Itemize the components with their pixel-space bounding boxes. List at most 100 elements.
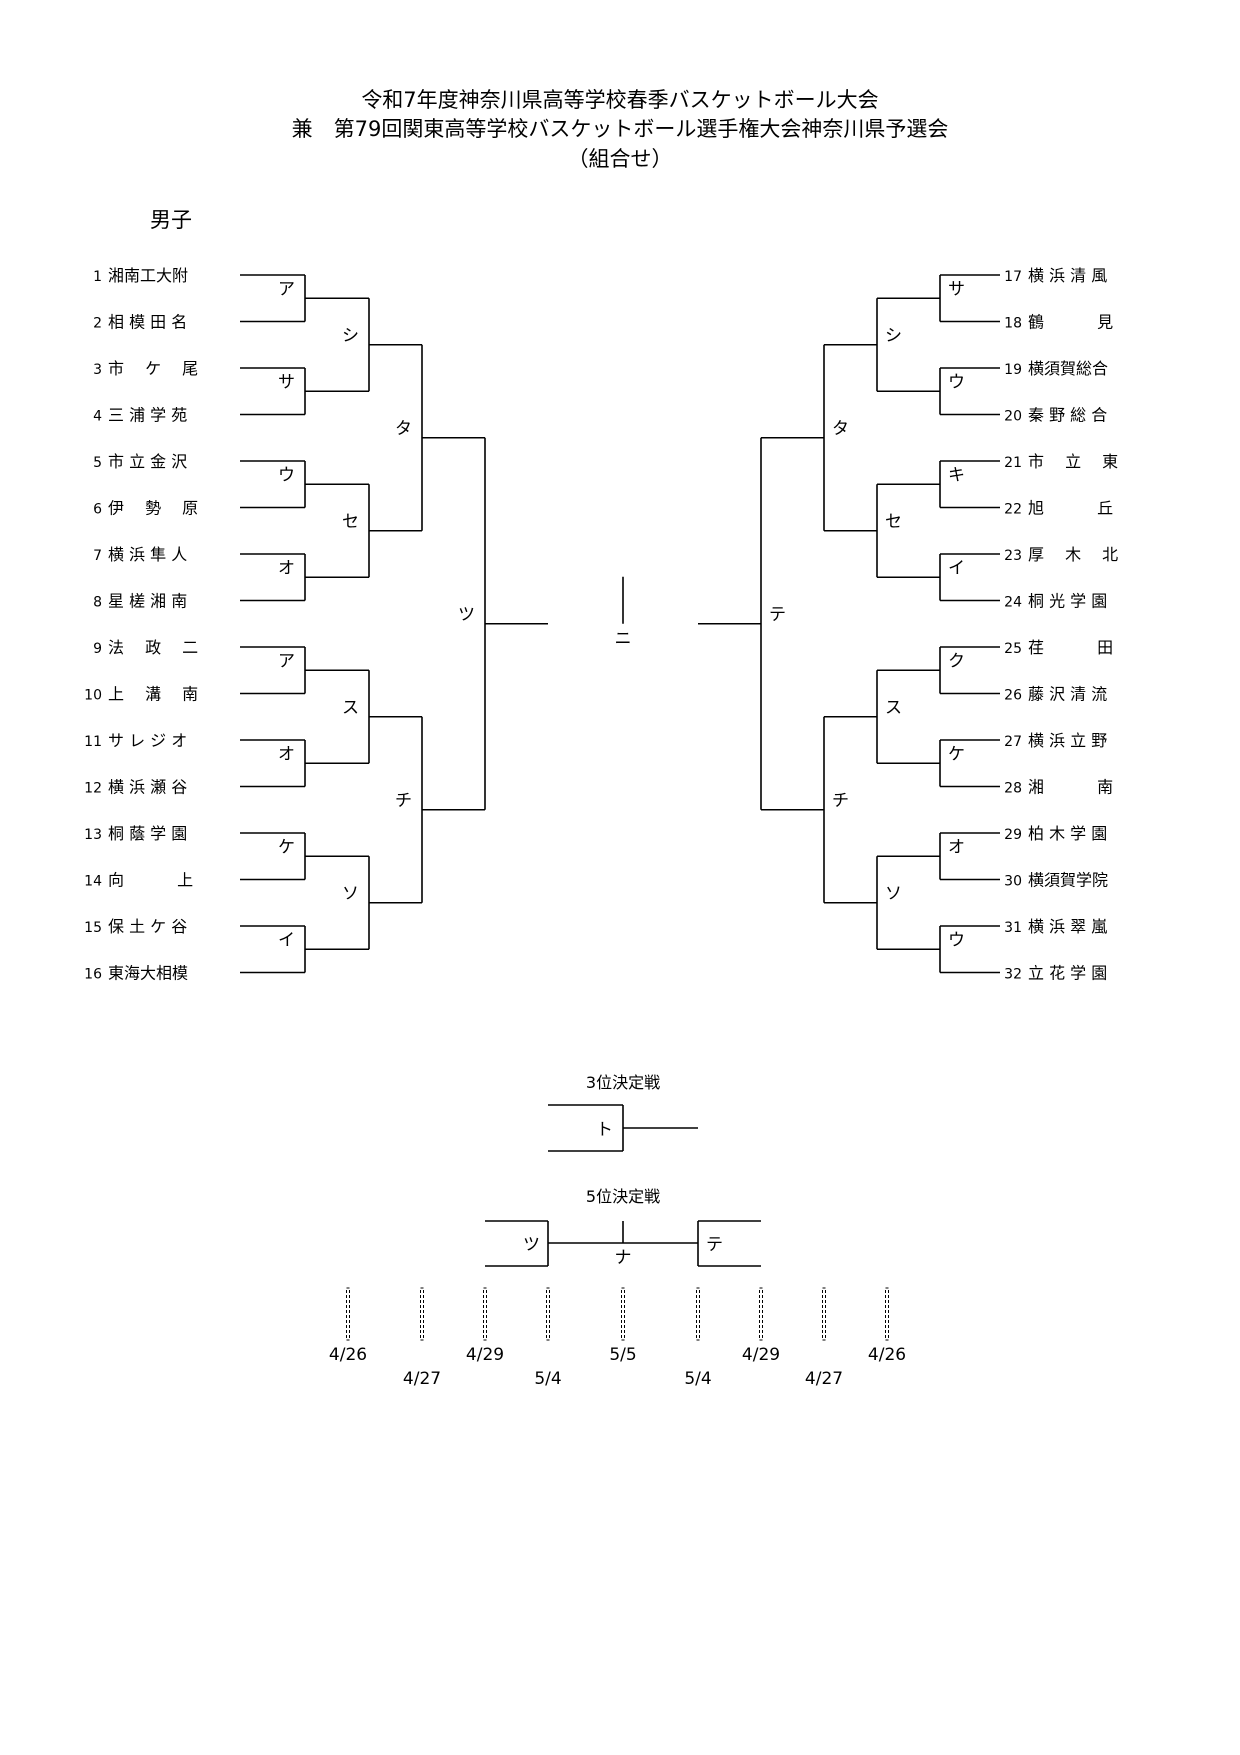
team-name: 立 花 学 園 <box>1028 964 1107 983</box>
match-label: ウ <box>948 372 965 392</box>
fifth-center-label: ナ <box>615 1248 632 1268</box>
team-name: 柏 木 学 園 <box>1028 824 1107 843</box>
match-label: ケ <box>948 744 965 764</box>
team-name: 保 土 ケ 谷 <box>108 917 187 936</box>
team-number: 14 <box>84 874 102 890</box>
match-label: セ <box>885 512 902 532</box>
team-name: 桐 蔭 学 園 <box>108 824 187 843</box>
team-name: 湘南工大附 <box>108 266 188 285</box>
team-number: 5 <box>93 455 102 471</box>
team-name: 星 槎 湘 南 <box>108 592 187 611</box>
team-number: 2 <box>93 316 102 332</box>
team-name: 厚 木 北 <box>1028 545 1118 564</box>
team-number: 19 <box>1004 362 1022 378</box>
team-name: 法 政 二 <box>108 638 198 657</box>
team-name: 横 浜 瀬 谷 <box>108 778 187 797</box>
team-name: 相 模 田 名 <box>108 313 187 332</box>
date-label: 4/27 <box>805 1369 843 1389</box>
match-label: テ <box>769 605 786 625</box>
match-label: シ <box>885 326 902 346</box>
team-number: 23 <box>1004 548 1022 564</box>
match-label: チ <box>832 791 849 811</box>
match-label: イ <box>948 558 965 578</box>
team-number: 26 <box>1004 688 1022 704</box>
team-name: 上 溝 南 <box>108 685 198 704</box>
match-label: ソ <box>885 884 902 904</box>
match-label: ア <box>278 279 295 299</box>
match-label: オ <box>278 558 295 578</box>
team-name: 市 立 東 <box>1028 452 1118 471</box>
team-number: 17 <box>1004 269 1022 285</box>
date-label: 4/29 <box>742 1345 780 1365</box>
team-number: 22 <box>1004 502 1022 518</box>
team-number: 24 <box>1004 595 1022 611</box>
date-marker <box>346 1287 350 1341</box>
team-number: 3 <box>93 362 102 378</box>
date-label: 5/4 <box>534 1369 561 1389</box>
team-number: 32 <box>1004 967 1022 983</box>
team-number: 7 <box>93 548 102 564</box>
team-number: 20 <box>1004 409 1022 425</box>
team-name: 横 浜 立 野 <box>1028 731 1107 750</box>
match-label: ウ <box>948 930 965 950</box>
match-label: ア <box>278 651 295 671</box>
date-label: 5/5 <box>609 1345 636 1365</box>
match-label: イ <box>278 930 295 950</box>
date-label: 4/26 <box>868 1345 906 1365</box>
team-name: 横 浜 翠 嵐 <box>1028 917 1107 936</box>
team-name: 横須賀学院 <box>1028 871 1108 890</box>
date-label: 4/27 <box>403 1369 441 1389</box>
team-name: 向 上 <box>108 871 193 890</box>
team-number: 9 <box>93 641 102 657</box>
team-number: 12 <box>84 781 102 797</box>
team-name: 伊 勢 原 <box>108 499 198 518</box>
team-name: 鶴 見 <box>1028 313 1113 332</box>
match-label: ウ <box>278 465 295 485</box>
team-name: 旭 丘 <box>1028 499 1113 518</box>
match-label: シ <box>342 326 359 346</box>
fifth-left-label: ツ <box>523 1235 540 1255</box>
team-number: 16 <box>84 967 102 983</box>
date-marker <box>483 1287 487 1341</box>
team-number: 18 <box>1004 316 1022 332</box>
match-label: サ <box>948 279 965 299</box>
match-label: タ <box>832 419 849 439</box>
team-name: 市 立 金 沢 <box>108 452 187 471</box>
team-number: 29 <box>1004 827 1022 843</box>
fifth-place-title: 5位決定戦 <box>586 1187 660 1206</box>
team-name: 桐 光 学 園 <box>1028 592 1107 611</box>
match-label: サ <box>278 372 295 392</box>
team-name: 湘 南 <box>1028 778 1113 797</box>
match-label: オ <box>948 837 965 857</box>
fifth-right-label: テ <box>706 1235 723 1255</box>
date-label: 4/29 <box>466 1345 504 1365</box>
team-number: 28 <box>1004 781 1022 797</box>
team-number: 1 <box>93 269 102 285</box>
date-label: 4/26 <box>329 1345 367 1365</box>
team-name: 藤 沢 清 流 <box>1028 685 1107 704</box>
date-marker <box>696 1287 700 1341</box>
team-number: 13 <box>84 827 102 843</box>
match-label: ス <box>885 698 902 718</box>
team-name: 三 浦 学 苑 <box>108 406 187 425</box>
team-number: 11 <box>84 734 102 750</box>
team-number: 4 <box>93 409 102 425</box>
team-number: 10 <box>84 688 102 704</box>
date-marker <box>621 1287 625 1341</box>
date-marker <box>420 1287 424 1341</box>
match-label: ソ <box>342 884 359 904</box>
team-name: 横 浜 清 風 <box>1028 266 1107 285</box>
title-line-3: （組合せ） <box>567 147 673 171</box>
final-label: ニ <box>615 629 632 649</box>
team-name: 市 ケ 尾 <box>108 359 198 378</box>
third-place-label: ト <box>596 1120 613 1140</box>
team-name: 秦 野 総 合 <box>1028 406 1107 425</box>
date-marker <box>759 1287 763 1341</box>
match-label: タ <box>395 419 412 439</box>
third-place-title: 3位決定戦 <box>586 1073 660 1092</box>
team-number: 30 <box>1004 874 1022 890</box>
team-name: 横 浜 隼 人 <box>108 545 187 564</box>
gender-label: 男子 <box>150 208 192 232</box>
team-number: 27 <box>1004 734 1022 750</box>
